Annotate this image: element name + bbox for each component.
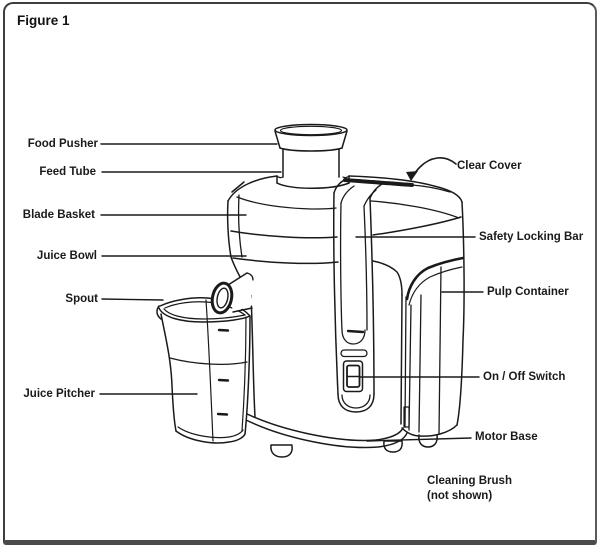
clear-cover-arrow (406, 157, 457, 181)
label-juice-bowl: Juice Bowl (36, 250, 97, 262)
label-pulp-container: Pulp Container (487, 286, 569, 298)
label-motor-base: Motor Base (475, 431, 538, 443)
base-foot-right (383, 440, 403, 453)
juice-bowl-drawing (230, 216, 462, 296)
pitcher-fill-line (169, 357, 248, 365)
arrowhead-icon (406, 171, 418, 181)
pitcher-measure-ticks (216, 328, 230, 416)
label-on-off-switch: On / Off Switch (483, 371, 566, 383)
safety-locking-bar-drawing (332, 178, 383, 413)
label-blade-basket: Blade Basket (22, 209, 95, 221)
base-foot-left (270, 444, 293, 458)
feed-tube-drawing (276, 175, 350, 189)
label-juice-pitcher: Juice Pitcher (23, 388, 95, 400)
switch-bezel-band (340, 349, 368, 358)
pitcher-pour-lip (156, 305, 162, 320)
juice-pitcher-drawing (156, 297, 251, 444)
on-off-switch-drawing (342, 360, 364, 393)
food-pusher-drawing (274, 123, 348, 178)
pulp-container-drawing (401, 201, 465, 448)
cover-rim-hatching (343, 178, 414, 187)
label-safety-locking-bar: Safety Locking Bar (479, 231, 584, 243)
pulp-container-tab (403, 406, 410, 428)
spout-drawing (210, 272, 254, 315)
motor-base-leader (366, 437, 472, 442)
label-cleaning-brush: Cleaning Brush (not shown) (427, 474, 512, 504)
leader-lines (99, 143, 484, 442)
motor-body-drawing (250, 294, 407, 428)
pitcher-seam (205, 299, 214, 442)
label-feed-tube: Feed Tube (39, 166, 96, 178)
pulp-container-foot (418, 434, 438, 448)
label-spout: Spout (65, 293, 98, 305)
label-clear-cover: Clear Cover (457, 160, 522, 172)
figure-border (3, 2, 597, 545)
bar-vent-dash (346, 329, 365, 334)
cleaning-brush-note: (not shown) (427, 490, 493, 502)
spout-leader (101, 298, 164, 301)
motor-base-drawing (240, 410, 408, 458)
cleaning-brush-text: Cleaning Brush (427, 475, 512, 487)
cover-corner-bevel (231, 181, 245, 193)
figure-title: Figure 1 (17, 13, 70, 28)
label-food-pusher: Food Pusher (27, 138, 98, 150)
